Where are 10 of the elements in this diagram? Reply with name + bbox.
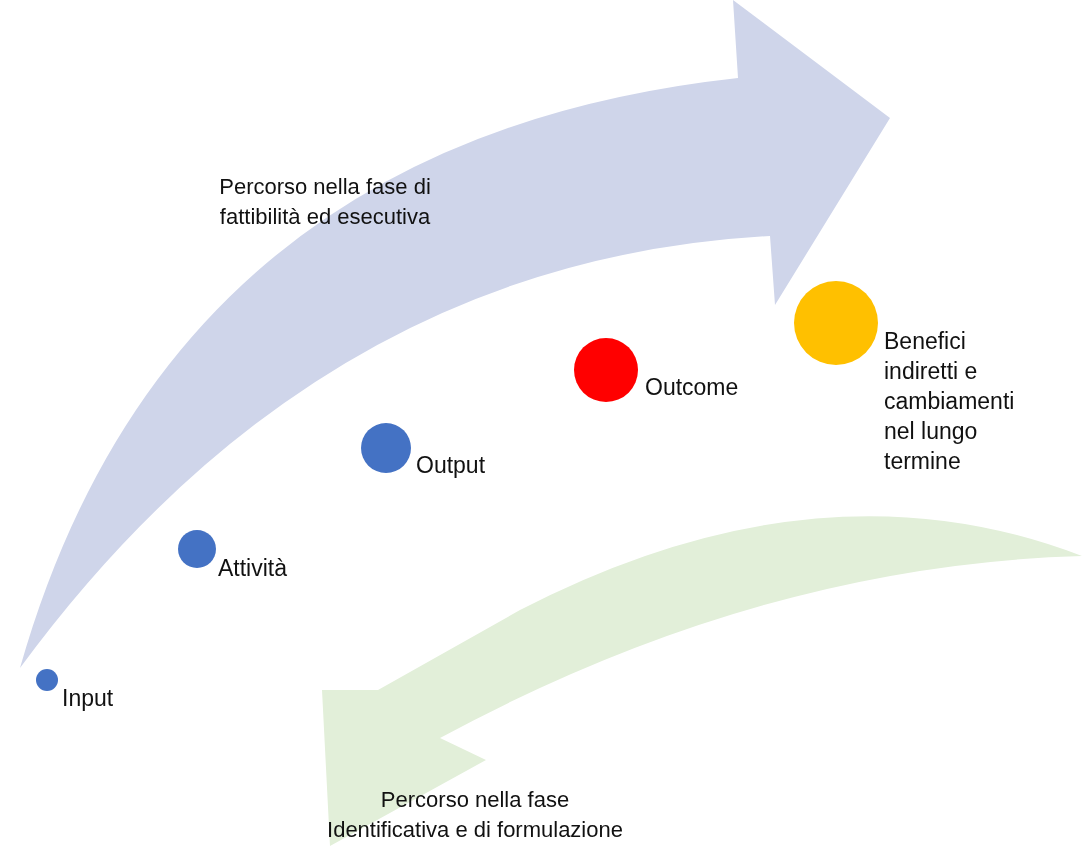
phase-caption: Percorso nella fase Identificativa e di formulazione	[326, 786, 624, 844]
node-label: Attività	[218, 554, 289, 583]
circle-marker	[36, 669, 58, 691]
node-label: Input	[62, 684, 115, 713]
circle-marker	[178, 530, 216, 568]
node-label: Benefici indiretti e cambiamenti nel lungo termine	[884, 327, 1016, 476]
node-label: Output	[416, 451, 487, 480]
circle-marker	[361, 423, 411, 473]
node-label: Outcome	[645, 373, 740, 402]
phase-caption: Percorso nella fase di fattibilità ed esecutiva	[218, 173, 432, 231]
